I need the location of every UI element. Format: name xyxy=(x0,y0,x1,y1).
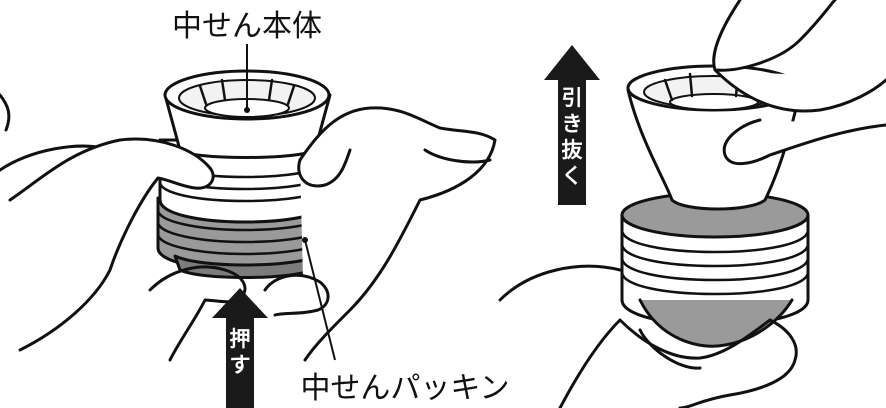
upper-hand xyxy=(712,0,886,166)
packing-ring-right xyxy=(620,191,810,348)
left-hand xyxy=(8,137,215,352)
lower-hand xyxy=(498,264,798,408)
right-hand xyxy=(298,106,497,362)
pull-label-char-2: き xyxy=(562,112,583,136)
pull-arrow xyxy=(544,45,600,205)
label-plug-packing: 中せんパッキン xyxy=(300,371,509,406)
label-plug-body: 中せん本体 xyxy=(172,9,322,44)
pull-label-char-3: 抜 xyxy=(562,138,584,162)
push-label-char-2: す xyxy=(230,353,251,377)
pull-label-char-1: 引 xyxy=(562,86,583,110)
right-panel-pull-illustration xyxy=(498,0,886,408)
push-arrow xyxy=(212,288,268,408)
pull-label-char-4: く xyxy=(562,164,583,188)
leader-line-packing xyxy=(304,239,336,361)
left-panel-push-illustration xyxy=(0,69,497,362)
push-label-char-1: 押 xyxy=(230,327,251,351)
